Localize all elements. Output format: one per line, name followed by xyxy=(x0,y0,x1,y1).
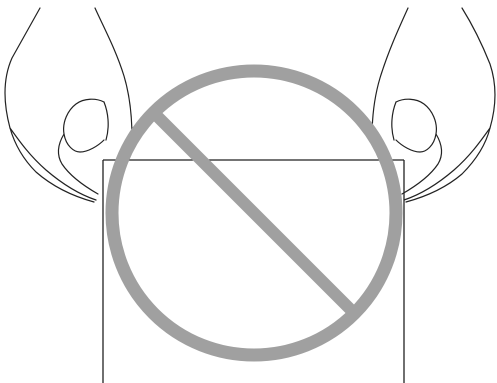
prohibition-sign xyxy=(112,71,396,355)
prohibition-slash xyxy=(154,113,354,313)
